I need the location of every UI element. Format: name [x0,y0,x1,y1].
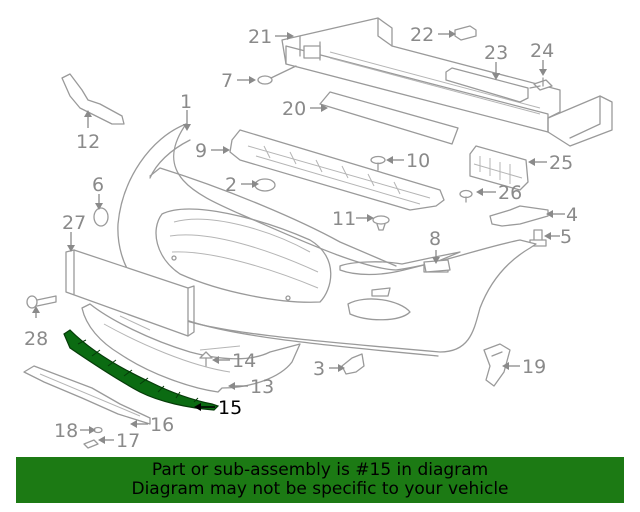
part-12-bracket[interactable] [61,73,125,125]
part-3-bracket[interactable] [341,353,365,375]
part-19-bracket[interactable] [483,343,511,387]
callout-23: 23 [484,42,508,64]
callout-leaders [32,30,565,444]
callout-12: 12 [76,131,100,153]
part-20-absorber-strip[interactable] [319,91,459,145]
callout-11: 11 [332,208,356,230]
callout-18: 18 [54,420,78,442]
part-1-bumper-cover[interactable] [117,123,537,357]
banner-line-1: Part or sub-assembly is #15 in diagram [151,460,489,480]
part-23-bracket[interactable] [445,67,529,103]
part-22-clip[interactable] [454,25,477,41]
parts-diagram: 1 2 3 4 5 6 7 8 9 10 11 12 13 14 15 16 1… [23,17,613,452]
part-24-bolt[interactable] [529,77,553,91]
callout-2: 2 [225,174,237,196]
part-14-clip[interactable] [199,351,213,367]
callout-5: 5 [560,226,572,248]
banner-line-2: Diagram may not be specific to your vehi… [131,479,509,499]
callout-13: 13 [250,376,274,398]
callout-3: 3 [313,358,325,380]
part-17-clip[interactable] [83,439,99,449]
part-2-cap[interactable] [254,178,276,192]
part-28-bolt[interactable] [26,295,57,309]
part-6-cap[interactable] [93,207,109,227]
part-11-clip[interactable] [372,215,390,231]
part-15-highlighted[interactable] [63,329,220,411]
part-4-bracket[interactable] [489,205,549,227]
callout-20: 20 [282,98,306,120]
callout-15: 15 [218,397,242,419]
callout-16: 16 [150,414,174,436]
part-10-clip[interactable] [370,155,386,171]
callout-28: 28 [24,328,48,350]
callout-25: 25 [549,152,573,174]
part-21-bumper-reinforcement[interactable] [281,17,613,147]
callout-17: 17 [116,430,140,452]
callout-9: 9 [195,140,207,162]
callout-6: 6 [92,174,104,196]
part-13-lower-spoiler[interactable] [81,303,301,393]
info-banner: Part or sub-assembly is #15 in diagram D… [16,457,624,503]
callout-27: 27 [62,212,86,234]
callout-22: 22 [410,24,434,46]
callout-19: 19 [522,356,546,378]
callout-10: 10 [406,150,430,172]
part-8-tow-cover[interactable] [423,259,451,273]
part-9-upper-cover[interactable] [229,129,445,211]
callout-24: 24 [530,40,554,62]
part-25-absorber[interactable] [469,145,529,191]
callout-7: 7 [221,70,233,92]
part-7-clip[interactable] [257,65,297,85]
callout-4: 4 [566,204,578,226]
part-16-lower-tray[interactable] [23,365,151,425]
callout-8: 8 [429,228,441,250]
callout-21: 21 [248,26,272,48]
callout-26: 26 [498,182,522,204]
part-26-clip[interactable] [459,189,473,203]
callout-1: 1 [180,91,192,113]
callout-14: 14 [232,350,256,372]
part-27-license-bracket[interactable] [65,249,195,337]
